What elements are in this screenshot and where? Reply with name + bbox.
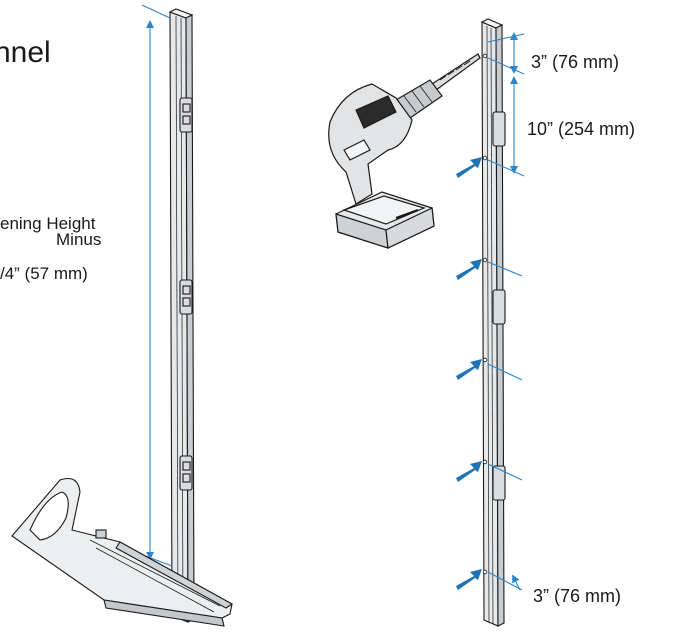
channel-clip-6 [492,465,506,501]
channel-clip-3 [179,455,193,491]
screw-location-arrows [456,157,482,590]
extension-lines [487,33,525,591]
spacing-label: 10” (254 mm) [527,119,636,139]
channel-clip-2 [179,279,193,315]
left-channel [168,8,195,623]
opening-height-label-line2: Minus [56,230,102,249]
channel-clip-5 [492,289,506,325]
spacing-dimensions [510,32,521,591]
channel-clip-1 [179,97,193,133]
right-channel [480,18,506,627]
bottom-offset-label: 3” (76 mm) [533,586,622,606]
opening-height-label-line1: ening Height [0,214,96,233]
opening-height-dimension [139,4,173,567]
page-title: nnel [0,36,51,69]
drill-icon [328,53,481,249]
top-offset-label: 3” (76 mm) [531,52,620,72]
opening-height-label-line3: /4” (57 mm) [0,264,88,283]
level-icon [11,477,234,627]
channel-clip-4 [492,111,506,147]
